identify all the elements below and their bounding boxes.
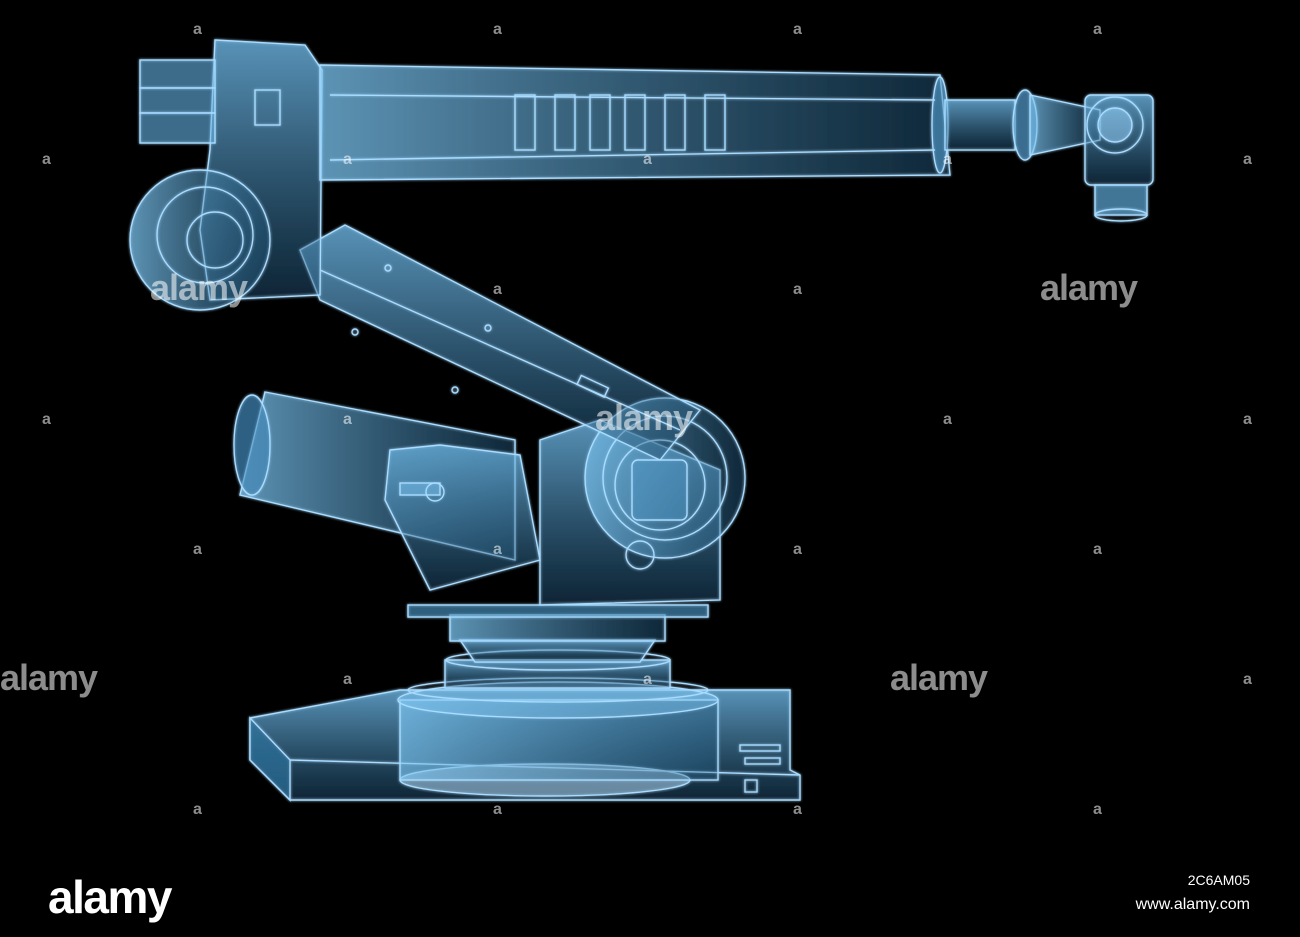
robot-shoulder-housing <box>539 397 746 606</box>
watermark-mark: a <box>193 21 202 38</box>
watermark-mark: a <box>793 21 802 38</box>
watermark-mark: a <box>343 411 352 428</box>
watermark-mark: a <box>343 151 352 168</box>
watermark-mark: a <box>643 671 652 688</box>
watermark-mark: a <box>643 151 652 168</box>
watermark-mark: a <box>1243 671 1252 688</box>
robot-forearm <box>944 89 1101 161</box>
watermark-mark: a <box>193 541 202 558</box>
xray-robot-image: alamy alamy alamy alamy alamy a a a a a … <box>0 21 1252 818</box>
watermark-mark: a <box>42 151 51 168</box>
watermark-mark: a <box>793 281 802 298</box>
watermark-mark: a <box>493 541 502 558</box>
watermark-mark: a <box>42 411 51 428</box>
watermark-mark: a <box>493 801 502 818</box>
footer-bar: alamy 2C6AM05 www.alamy.com <box>0 860 1300 937</box>
watermark-mark: a <box>943 411 952 428</box>
watermark-mark: a <box>1093 801 1102 818</box>
watermark-mark: a <box>1093 21 1102 38</box>
watermark-mark: a <box>793 541 802 558</box>
watermark-mark: a <box>943 151 952 168</box>
watermark-mark: a <box>793 801 802 818</box>
watermark-mark: a <box>493 21 502 38</box>
robot-elbow-housing <box>129 39 323 311</box>
robot-turntable <box>397 604 719 797</box>
alamy-logo: alamy <box>48 871 172 923</box>
industrial-robot-arm-xray-illustration <box>129 39 1154 802</box>
watermark-mark: a <box>1243 151 1252 168</box>
image-id: 2C6AM05 <box>1187 872 1250 888</box>
site-url: www.alamy.com <box>1135 896 1250 913</box>
watermark-mark: a <box>193 801 202 818</box>
watermark-mark: a <box>493 281 502 298</box>
robot-counterweight <box>233 391 541 591</box>
watermark-mark: a <box>1243 411 1252 428</box>
robot-upper-arm <box>319 64 951 181</box>
watermark-mark: a <box>1093 541 1102 558</box>
watermark-mark: a <box>343 671 352 688</box>
robot-wrist-tool <box>1084 94 1154 222</box>
